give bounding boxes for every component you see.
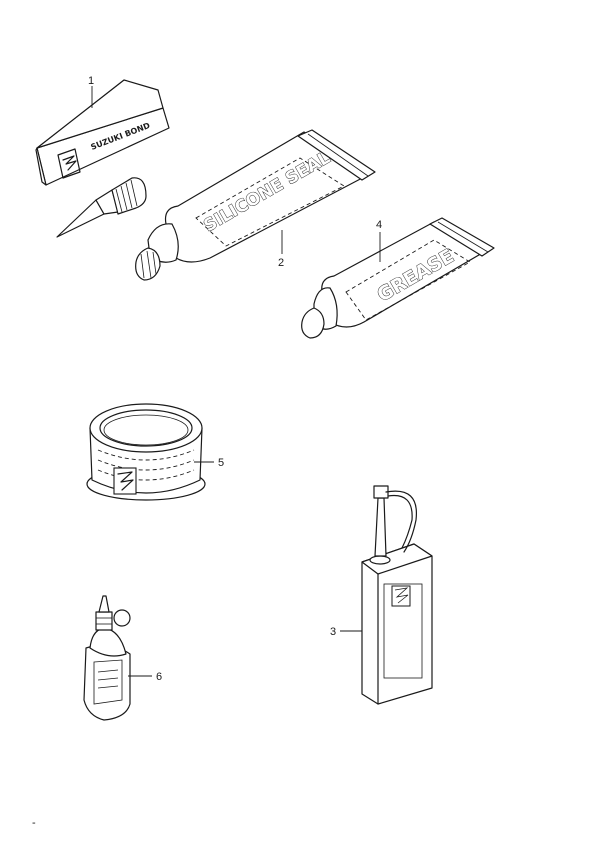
callout-2: 2	[278, 257, 284, 269]
suzuki-logo-icon	[57, 148, 81, 179]
part-6-oil-bottle[interactable]	[83, 595, 131, 721]
callout-6: 6	[156, 671, 162, 683]
callout-4: 4	[376, 219, 382, 231]
tape-texture	[97, 449, 195, 481]
part-4-grease-tube[interactable]: GREASE	[301, 217, 495, 339]
part-2-silicone-tube[interactable]: SILICONE SEAL	[135, 129, 376, 281]
part-1-nozzle[interactable]	[56, 177, 147, 238]
suzuki-logo-icon	[391, 585, 411, 607]
part-5-tape-roll[interactable]	[86, 403, 206, 501]
callout-1: 1	[88, 75, 94, 87]
part-1-bond-box[interactable]: SUZUKI BOND	[35, 79, 170, 186]
part-3-can[interactable]	[361, 485, 433, 705]
callout-5: 5	[218, 457, 224, 469]
callout-3: 3	[330, 626, 336, 638]
footer-mark: -	[32, 817, 36, 829]
suzuki-logo-icon	[113, 467, 137, 495]
